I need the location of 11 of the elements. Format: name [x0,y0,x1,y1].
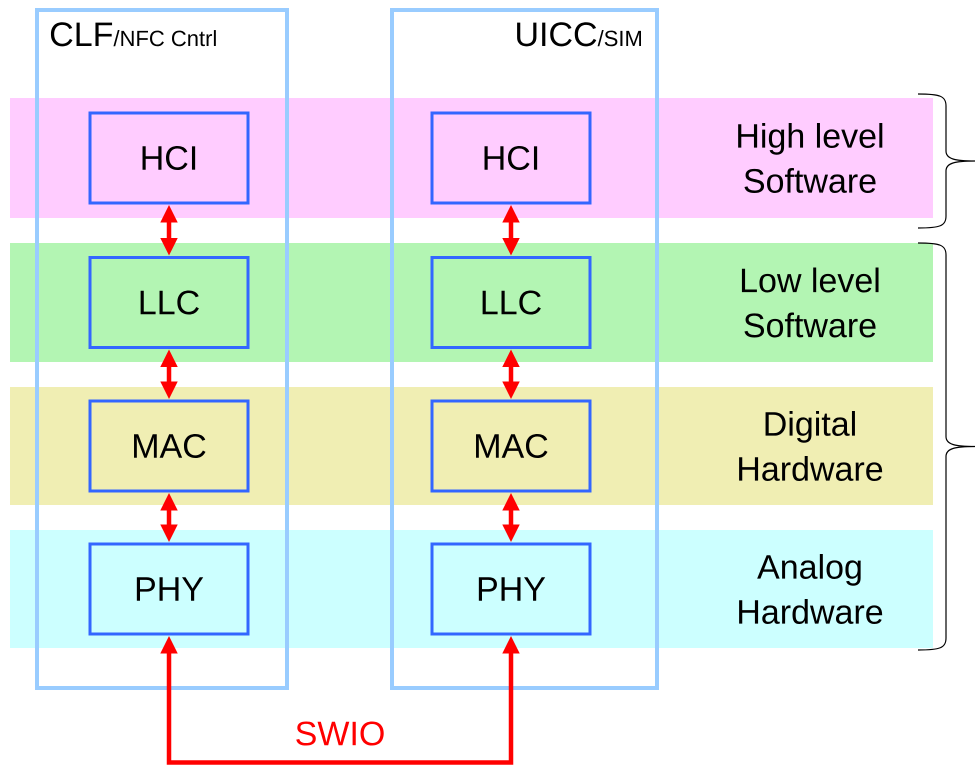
layer-box: LLC [430,256,592,349]
edge-label: SWIO [292,719,388,748]
layer-box: LLC [88,256,250,349]
layer-box: PHY [88,542,250,636]
column-title: CLF/NFC Cntrl [50,22,216,46]
column-title: UICC/SIM [517,22,641,46]
layer-box: HCI [88,112,250,204]
layer-box: MAC [430,400,592,492]
layer-box: HCI [430,112,592,204]
layer-box: PHY [430,542,592,636]
layer-box: MAC [88,400,250,492]
